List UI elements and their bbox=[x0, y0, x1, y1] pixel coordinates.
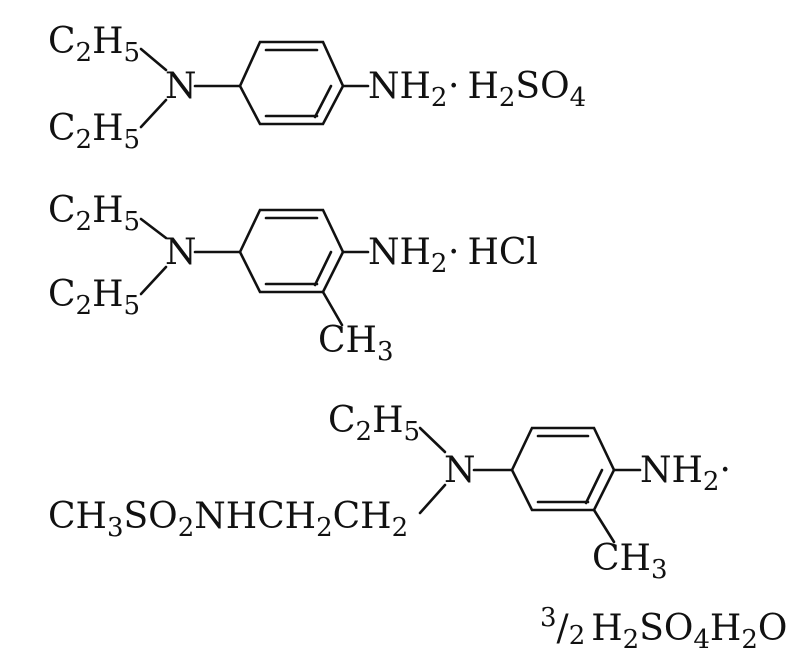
s2-bond-ethyl-top bbox=[139, 217, 168, 240]
s2-nitrogen: N bbox=[165, 232, 197, 273]
s3-bond-chain bbox=[418, 483, 447, 515]
s1-ring-double-3 bbox=[313, 84, 333, 119]
s3-ethyl-top: C2H5 bbox=[328, 400, 420, 447]
s2-bond-ethyl-bottom bbox=[139, 265, 168, 296]
s3-amine: NH2· bbox=[640, 450, 731, 497]
s1-ethyl-top: C2H5 bbox=[48, 21, 140, 68]
s2-salt: ·HCl bbox=[448, 232, 538, 273]
structure-1: C2H5 C2H5 N NH2 ·H2SO4 bbox=[48, 21, 586, 155]
s2-methyl: CH3 bbox=[318, 320, 394, 367]
s2-amine: NH2 bbox=[368, 232, 447, 279]
s3-bond-ring-methyl bbox=[592, 508, 616, 544]
s3-benzene-ring bbox=[510, 426, 616, 512]
s2-benzene-ring bbox=[238, 208, 345, 294]
s3-nitrogen: N bbox=[444, 450, 476, 491]
structure-2: C2H5 C2H5 N NH2 ·HCl CH3 bbox=[48, 190, 538, 367]
s1-bond-ethyl-top bbox=[139, 47, 168, 72]
s1-ethyl-bottom: C2H5 bbox=[48, 108, 140, 155]
s3-chain: CH3SO2NHCH2CH2 bbox=[48, 496, 408, 543]
s1-bond-ethyl-bottom bbox=[139, 98, 168, 129]
s1-amine: NH2 bbox=[368, 66, 447, 113]
s3-ring-double-3 bbox=[584, 468, 604, 505]
s1-nitrogen: N bbox=[165, 66, 197, 107]
s2-bond-ring-methyl bbox=[321, 290, 344, 327]
s1-salt: ·H2SO4 bbox=[448, 66, 586, 113]
s2-ethyl-bottom: C2H5 bbox=[48, 274, 140, 321]
s1-benzene-ring bbox=[238, 40, 345, 126]
s3-bond-ethyl-top bbox=[418, 426, 447, 454]
s2-ring-double-3 bbox=[313, 250, 333, 287]
s3-methyl: CH3 bbox=[592, 538, 668, 585]
s2-ethyl-top: C2H5 bbox=[48, 190, 140, 237]
